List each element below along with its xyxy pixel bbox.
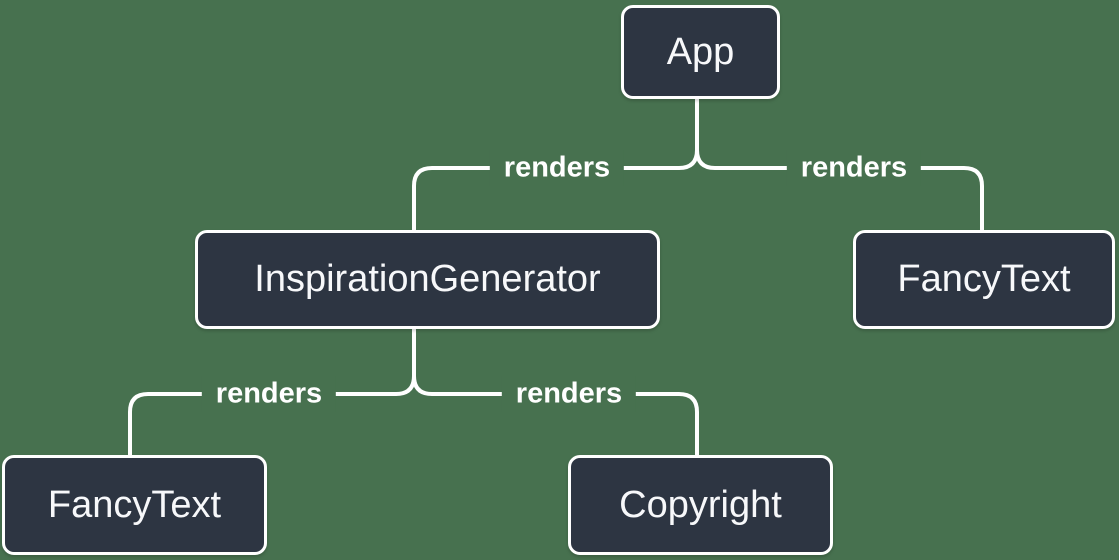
node-app: App — [621, 5, 780, 99]
edge-label-renders: renders — [489, 149, 625, 187]
edge-label-renders: renders — [786, 149, 922, 187]
node-copyright: Copyright — [568, 455, 833, 555]
node-inspiration-generator: InspirationGenerator — [195, 230, 660, 329]
node-fancy-text-bottom: FancyText — [2, 455, 267, 555]
node-fancy-text-top: FancyText — [853, 230, 1115, 329]
edge-label-renders: renders — [201, 375, 337, 413]
edge-label-renders: renders — [501, 375, 637, 413]
